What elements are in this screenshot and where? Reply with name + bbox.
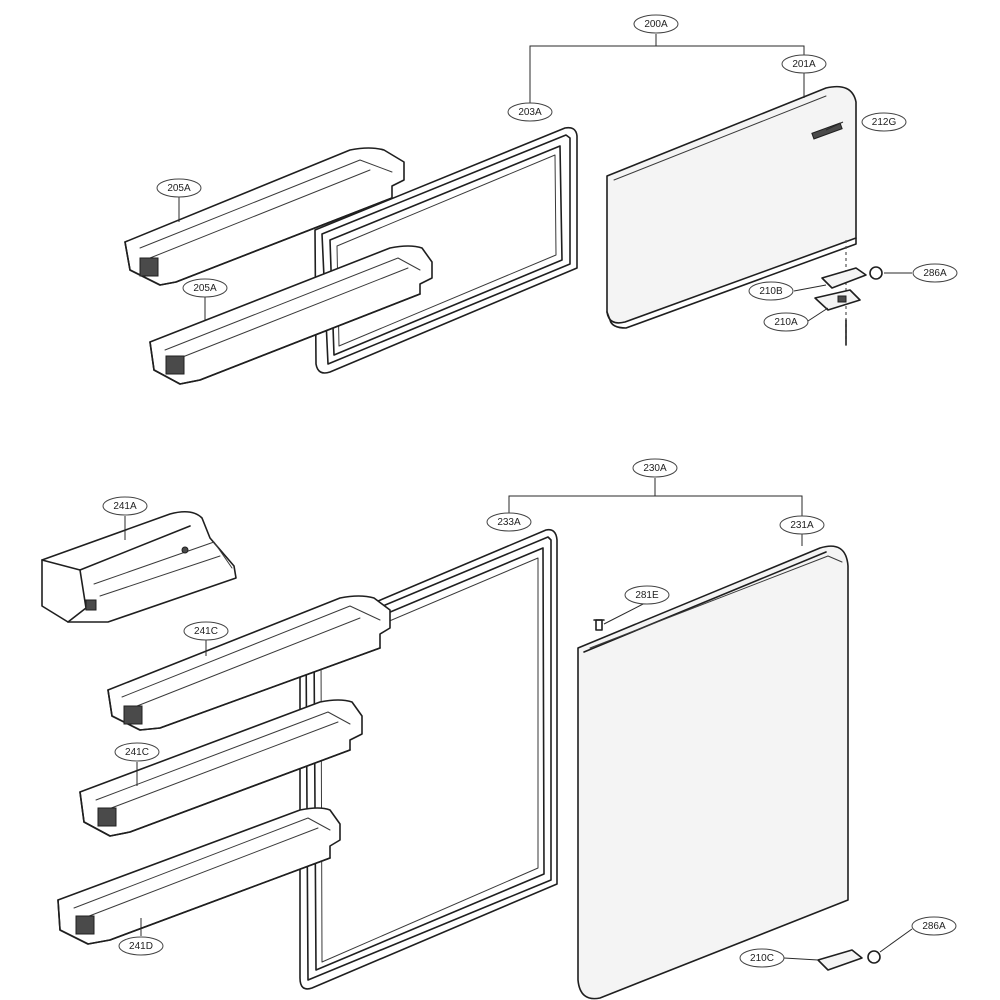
callout-label: 201A	[792, 59, 816, 70]
door-bin-upper	[124, 147, 405, 286]
callout-label: 286A	[923, 268, 947, 279]
callout-241c-top: 241C	[183, 621, 229, 641]
callout-label: 241D	[129, 941, 153, 952]
callout-241a: 241A	[102, 496, 148, 516]
fridge-door-panel	[577, 545, 849, 1000]
callout-241c-bottom: 241C	[114, 742, 160, 762]
callout-label: 231A	[790, 520, 814, 531]
callout-210c: 210C	[739, 948, 785, 968]
callout-205a-bottom: 205A	[182, 278, 228, 298]
callout-231a: 231A	[779, 515, 825, 535]
door-bin-241d	[57, 807, 341, 945]
callout-241d: 241D	[118, 936, 164, 956]
callout-201a: 201A	[781, 54, 827, 74]
callout-286a-bottom: 286A	[911, 916, 957, 936]
hinge-assembly-top	[814, 240, 883, 346]
callout-label: 203A	[518, 107, 542, 118]
callout-286a-top: 286A	[912, 263, 958, 283]
door-bin-241c-lower	[79, 699, 363, 837]
callout-label: 210B	[759, 286, 783, 297]
callout-label: 210C	[750, 953, 774, 964]
callout-label: 210A	[774, 317, 798, 328]
callout-281e: 281E	[624, 585, 670, 605]
callout-212g: 212G	[861, 112, 907, 132]
callout-label: 200A	[644, 19, 668, 30]
callout-label: 241C	[125, 747, 149, 758]
callout-label: 205A	[167, 183, 191, 194]
callout-230a: 230A	[632, 458, 678, 478]
callout-203a: 203A	[507, 102, 553, 122]
door-bin-lower	[149, 245, 433, 385]
cap-icon	[869, 266, 883, 280]
cap-icon	[867, 950, 881, 964]
bin-clip-icon	[165, 355, 185, 375]
door-handle-icon	[811, 122, 843, 140]
callout-label: 281E	[635, 590, 659, 601]
callout-label: 230A	[643, 463, 667, 474]
freezer-door-panel	[606, 85, 857, 329]
callout-200a: 200A	[633, 14, 679, 34]
bin-clip-icon	[139, 257, 159, 277]
callout-210a: 210A	[763, 312, 809, 332]
callout-label: 241A	[113, 501, 137, 512]
callout-label: 241C	[194, 626, 218, 637]
callout-label: 205A	[193, 283, 217, 294]
callout-label: 233A	[497, 517, 521, 528]
hinge-pin	[593, 619, 605, 631]
callout-label: 286A	[922, 921, 946, 932]
callout-labels: 200A 201A 203A 212G 205A 205A 286A 210B 210A 230A…	[102, 14, 958, 968]
dairy-compartment	[41, 510, 237, 623]
hinge-assembly-bottom	[817, 949, 881, 971]
door-bin-241c-upper	[107, 595, 391, 731]
callout-label: 212G	[872, 117, 897, 128]
callout-205a-top: 205A	[156, 178, 202, 198]
callout-233a: 233A	[486, 512, 532, 532]
callout-210b: 210B	[748, 281, 794, 301]
